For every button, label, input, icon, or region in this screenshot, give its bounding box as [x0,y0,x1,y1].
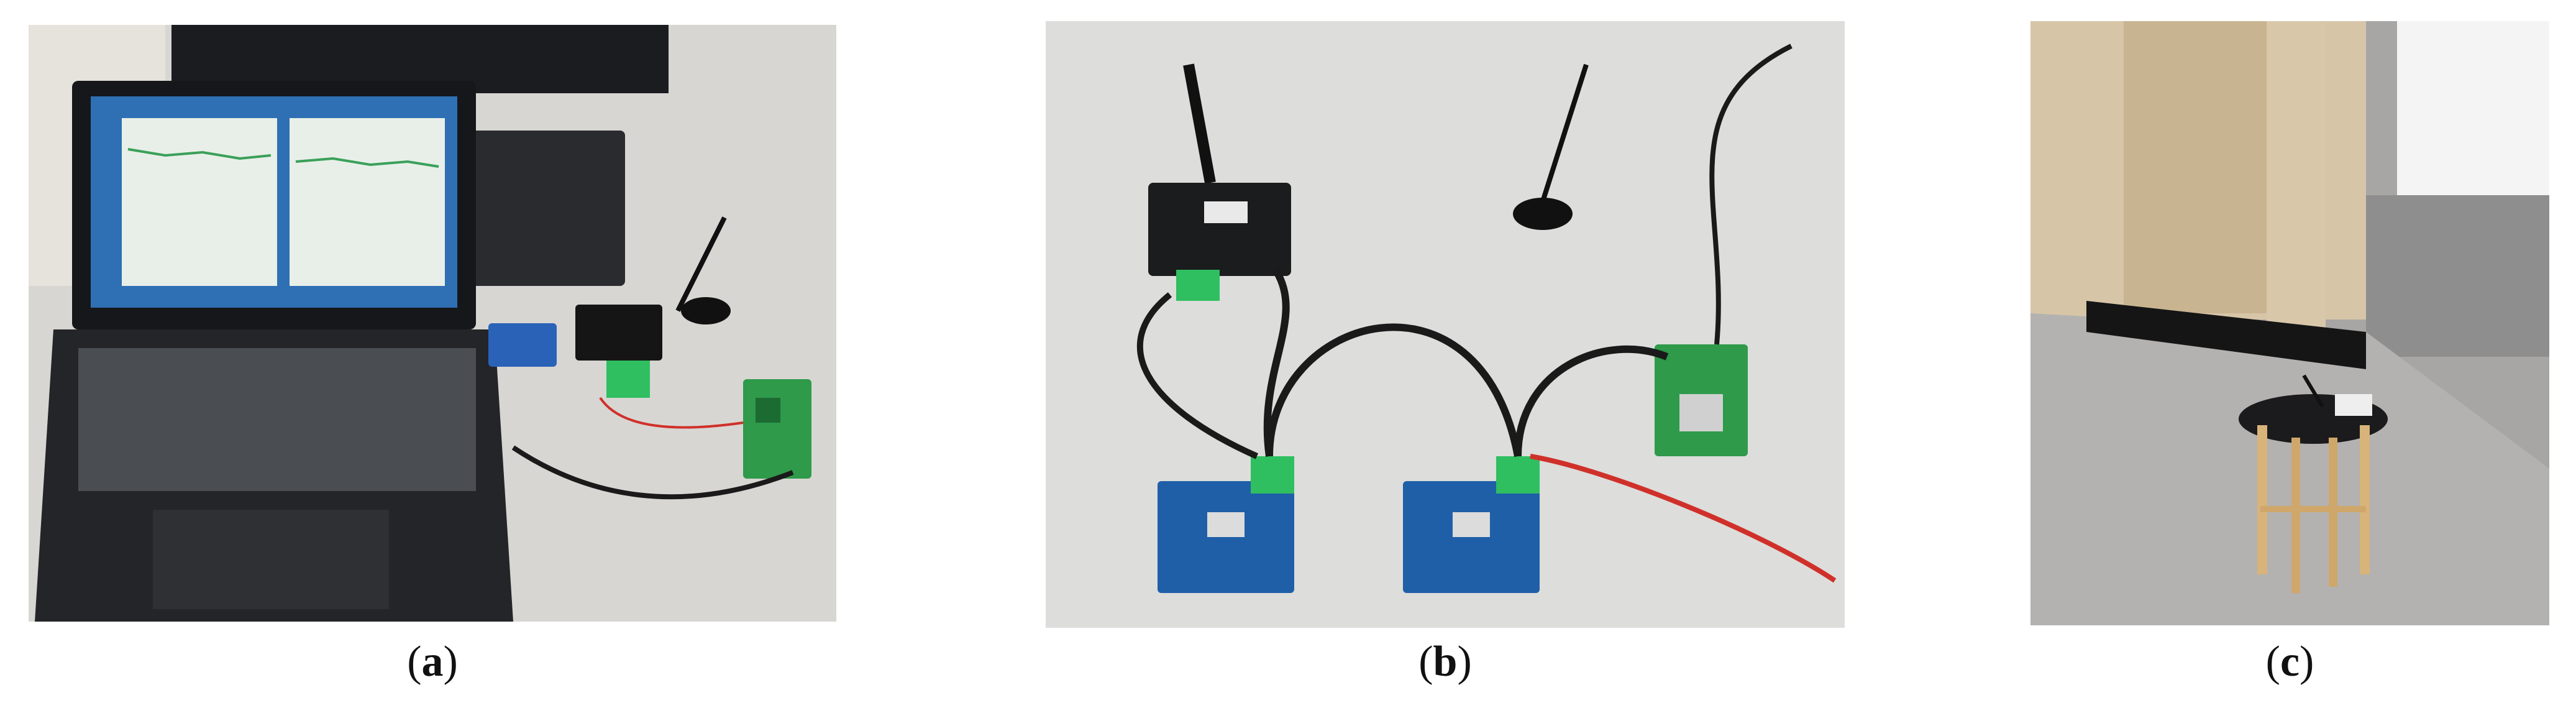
caption-b: (b) [1046,637,1845,687]
panel-c: (c) [2030,0,2549,708]
terminal-block [606,361,650,398]
photo-a-laptop-setup [29,25,836,622]
caption-b-close: ) [1457,638,1472,686]
antenna-icon [2302,374,2324,408]
caption-c-letter: c [2280,638,2300,686]
caption-c: (c) [2030,637,2549,687]
usb-module [488,323,557,367]
laptop-icon [35,81,513,622]
caption-b-letter: b [1433,638,1458,686]
photo-c-stool-deployment [2030,21,2549,625]
caption-c-open: ( [2265,638,2280,686]
caption-a-letter: a [421,638,444,686]
caption-a-close: ) [443,638,458,686]
panel-a: (a) [29,0,836,708]
circuit-board-icon [743,379,811,479]
caption-a: (a) [29,637,836,687]
gateway-box [1148,63,1291,301]
caption-b-open: ( [1418,638,1433,686]
caption-c-close: ) [2300,638,2314,686]
circuit-board-icon [1158,456,1294,593]
panel-b: (b) [1046,0,1845,708]
caption-a-open: ( [407,638,422,686]
photo-b-boards [1046,21,1845,628]
antenna-icon [1513,63,1589,230]
antenna-icon [675,216,731,324]
circuit-board-icon [1403,456,1540,593]
sensor-device [2335,394,2372,416]
sensor-module [575,305,662,361]
circuit-board-icon [1655,344,1748,456]
